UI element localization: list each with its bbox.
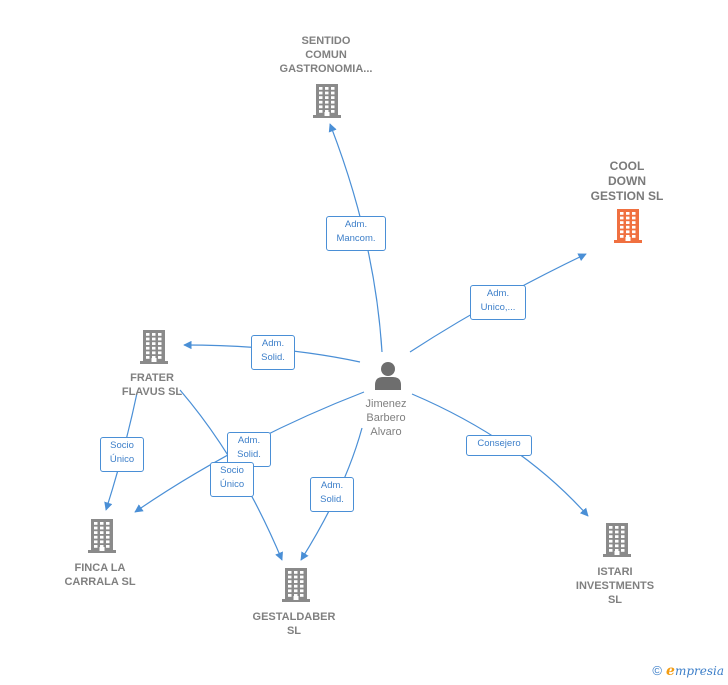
- building-icon[interactable]: [312, 84, 342, 123]
- relation-label-consejero: Consejero: [466, 435, 532, 456]
- copyright-symbol: ©: [652, 663, 663, 678]
- building-icon[interactable]: [87, 519, 117, 558]
- building-icon[interactable]: [602, 523, 632, 562]
- relation-label-socio-unico-gestaldaber: Socio Único: [210, 462, 254, 497]
- building-icon[interactable]: [281, 568, 311, 607]
- relation-label-socio-unico-finca: Socio Único: [100, 437, 144, 472]
- company-label-frater[interactable]: FRATER FLAVUS SL: [121, 372, 183, 398]
- relation-label-adm-mancom: Adm. Mancom.: [326, 216, 386, 251]
- relation-label-adm-unico: Adm. Unico,...: [470, 285, 526, 320]
- empresia-logo[interactable]: ©empresia: [652, 663, 724, 679]
- company-label-istari[interactable]: ISTARI INVESTMENTS SL: [575, 566, 655, 606]
- person-icon[interactable]: [373, 360, 403, 395]
- brand-initial: e: [666, 663, 675, 679]
- brand-name: mpresia: [674, 664, 724, 678]
- building-icon[interactable]: [139, 330, 169, 369]
- company-label-finca[interactable]: FINCA LA CARRALA SL: [64, 562, 136, 588]
- relation-label-adm-solid-gestaldaber: Adm. Solid.: [310, 477, 354, 512]
- company-label-sentido[interactable]: SENTIDO COMUN GASTRONOMIA...: [279, 35, 373, 75]
- relation-label-adm-solid-frater: Adm. Solid.: [251, 335, 295, 370]
- building-icon[interactable]: [613, 209, 643, 248]
- relation-label-adm-solid-finca: Adm. Solid.: [227, 432, 271, 467]
- company-label-gestaldaber[interactable]: GESTALDABER SL: [252, 611, 336, 637]
- company-label-cool[interactable]: COOL DOWN GESTION SL: [590, 159, 664, 203]
- person-label[interactable]: Jimenez Barbero Alvaro: [365, 398, 407, 438]
